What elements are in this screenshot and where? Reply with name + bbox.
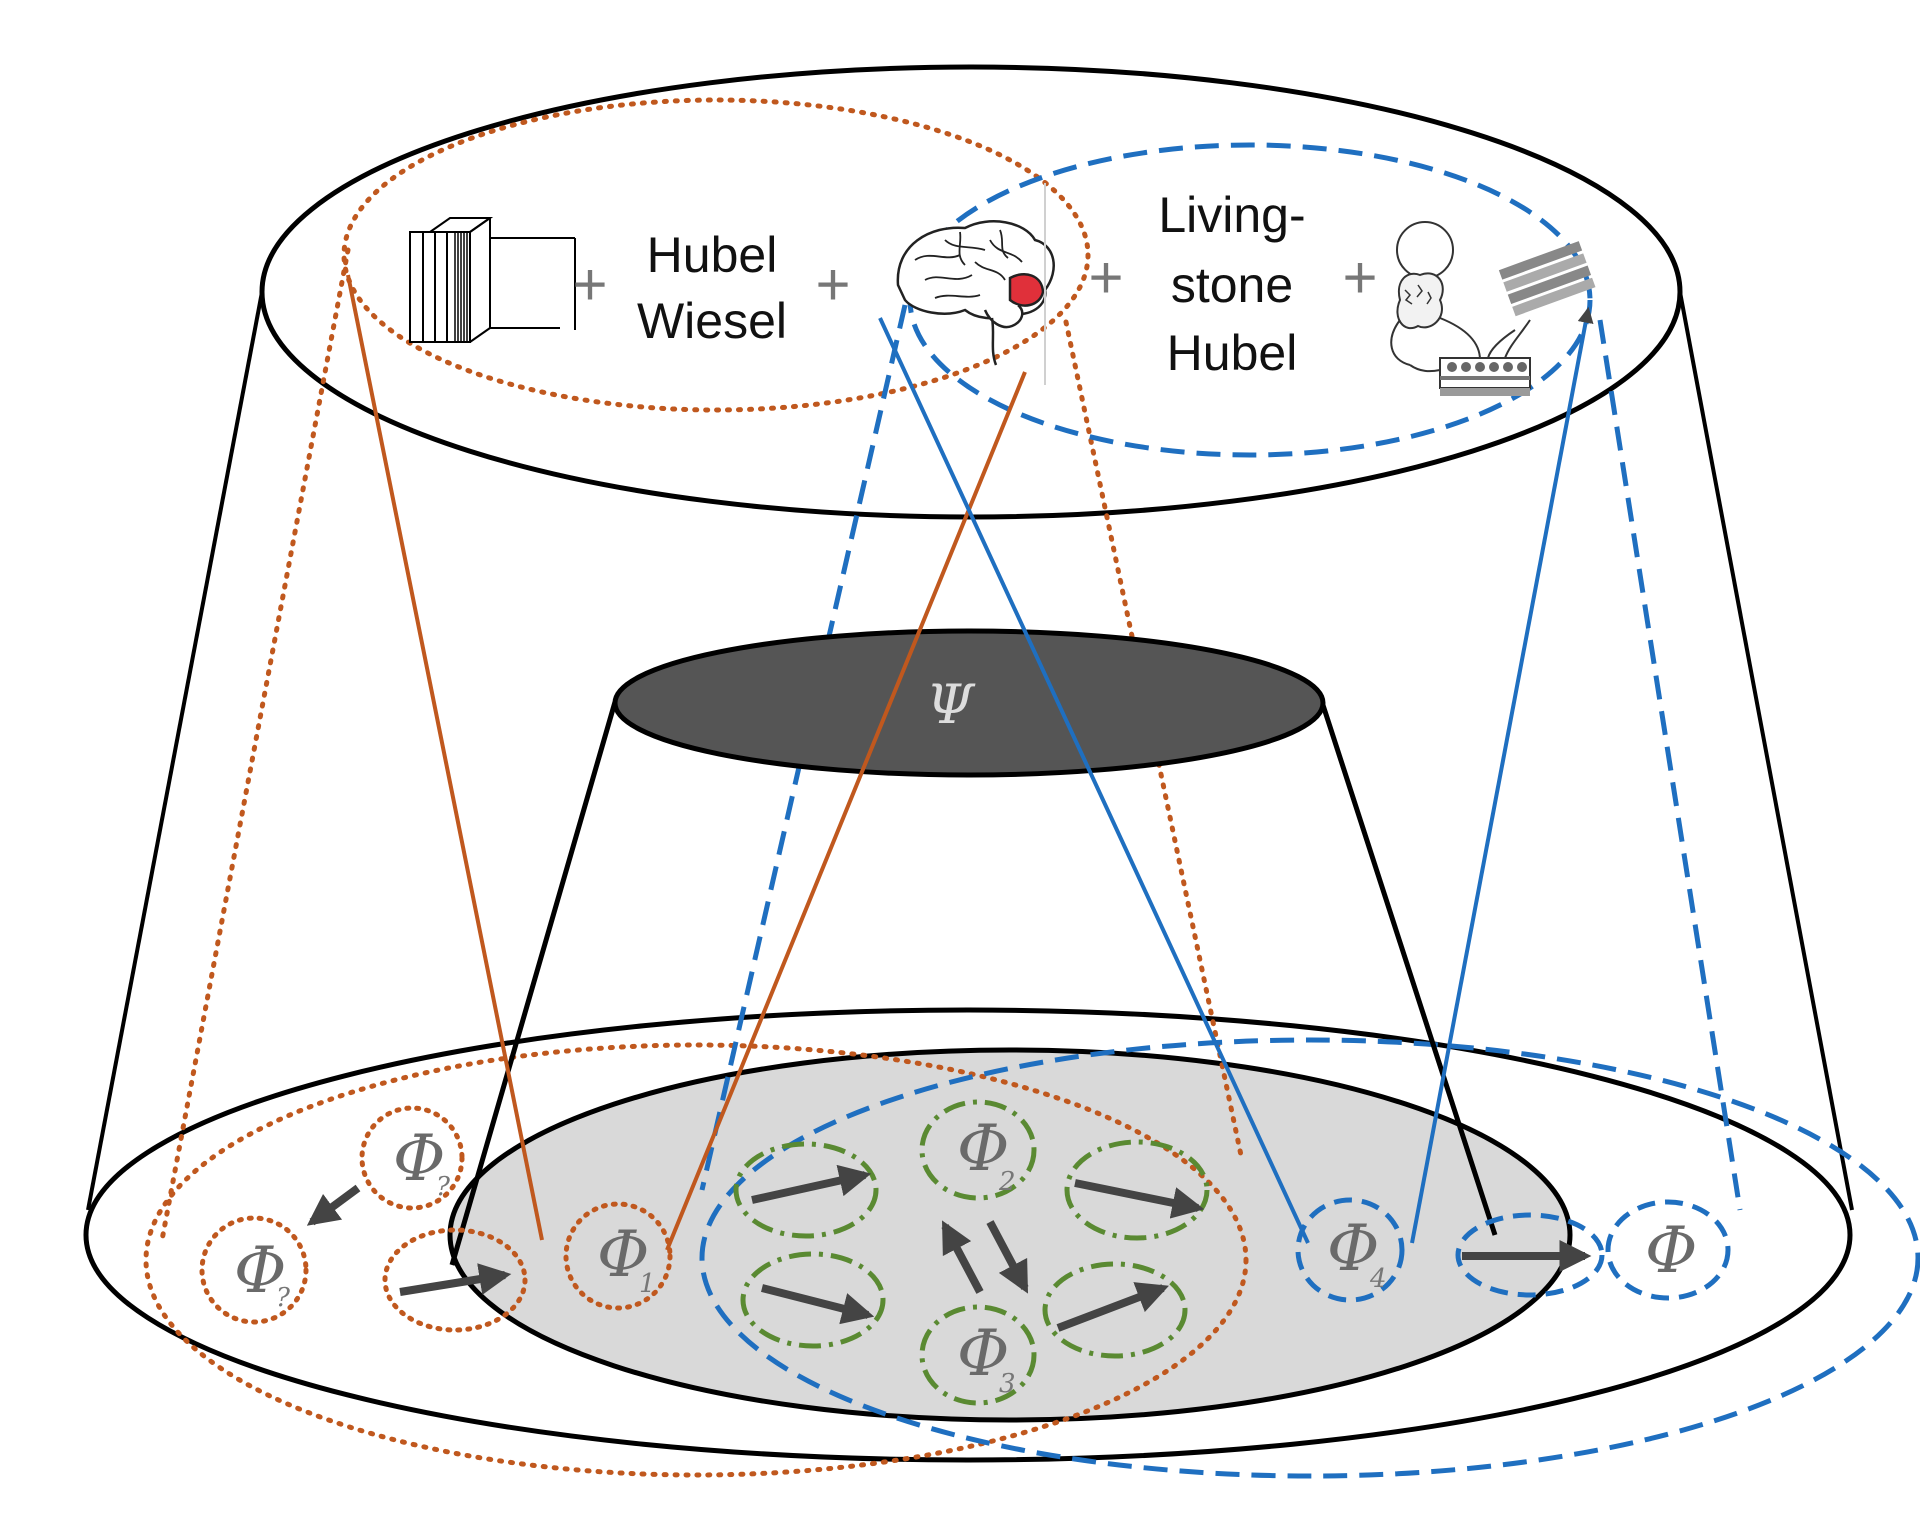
orange-line-right <box>665 371 1027 1251</box>
arrow-green-upper-right <box>1074 1179 1205 1219</box>
circle-phi-q-lower <box>199 1215 309 1325</box>
phi-3-symbol: Φ <box>957 1317 1009 1391</box>
phi-symbols: Φ ? phi-q-lower Φ ? Φ 1 Φ 2 Φ 3 Φ 4 Φ <box>234 1112 1697 1399</box>
green-ellipse-upper-left <box>733 1141 879 1239</box>
green-dashdot-group <box>733 1099 1210 1406</box>
green-ellipse-lower-left <box>740 1251 886 1349</box>
arrow-phi3-to-phi2 <box>941 1220 984 1294</box>
arrow-phi2-to-phi3 <box>986 1220 1029 1294</box>
plus-sign-3: + <box>1088 244 1123 311</box>
orange-bottom-dotted-ellipse <box>143 1042 1249 1478</box>
ref-livingstone-hubel-line2: stone <box>1171 257 1293 313</box>
arrow-empty-to-circle <box>399 1263 512 1296</box>
psi-disk <box>612 628 1326 778</box>
plus-sign-2: + <box>815 251 850 318</box>
phi-2-symbol: Φ <box>957 1112 1009 1186</box>
phi-right-symbol: Φ <box>1645 1214 1697 1288</box>
outer-cone-right-edge <box>1678 291 1854 1211</box>
orange-dotted-left-edge <box>159 247 351 1243</box>
plus-sign-1: + <box>572 251 607 318</box>
top-row: + Hubel Wiesel + + Living- stone <box>409 183 1596 396</box>
ellipse-empty-orange <box>382 1227 528 1333</box>
phi-1-sub: 1 <box>639 1269 656 1299</box>
ref-livingstone-hubel-line1: Living- <box>1158 187 1305 243</box>
blue-line-to-right <box>1410 306 1594 1244</box>
phi-4-sub: 4 <box>1369 1264 1387 1294</box>
ellipse-phi-4 <box>1295 1197 1405 1303</box>
phi-1-symbol: Φ <box>597 1218 649 1292</box>
phi-4-symbol: Φ <box>1327 1212 1379 1286</box>
circle-phi-q-upper <box>359 1105 465 1211</box>
ref-livingstone-hubel-line3: Hubel <box>1167 325 1298 381</box>
phi-q-upper-sub: ? <box>436 1172 451 1202</box>
blue-phi-circles <box>1295 1197 1731 1303</box>
orange-line-left <box>346 274 544 1241</box>
outer-cone-left-edge <box>86 291 264 1211</box>
phi-3-sub: 3 <box>999 1369 1016 1399</box>
green-ellipse-upper-right <box>1064 1139 1210 1241</box>
blue-bottom-dashed-ellipse <box>699 1037 1920 1479</box>
ref-hubel-wiesel-line1: Hubel <box>647 227 778 283</box>
psi-label: Ψ <box>926 673 976 736</box>
ellipse-empty-blue <box>1455 1212 1605 1298</box>
arrow-phiq-upper-to-lower <box>306 1184 361 1226</box>
arrow-green-upper-left <box>751 1164 872 1204</box>
ellipse-phi-right <box>1605 1199 1731 1301</box>
phi-q-lower-symbol-visible: Φ <box>234 1234 286 1308</box>
orange-dotted-group <box>143 97 1249 1478</box>
arrow-green-lower-left <box>761 1284 875 1325</box>
brain-icon <box>896 220 1055 366</box>
orange-solid-lines <box>346 274 1027 1251</box>
blue-solid-lines <box>878 306 1594 1244</box>
plus-sign-4: + <box>1342 244 1377 311</box>
phi-2-sub: 2 <box>998 1167 1016 1197</box>
green-ellipse-phi3 <box>919 1304 1037 1406</box>
inner-base-disk <box>447 1047 1573 1423</box>
inner-cone-right-edge <box>1319 701 1498 1236</box>
green-ellipse-lower-right <box>1042 1261 1188 1359</box>
phi-q-upper-symbol: Φ <box>393 1122 445 1196</box>
process-arrows <box>306 1164 1592 1332</box>
phi-q-lower-sub: ? <box>276 1283 291 1313</box>
circle-phi-1 <box>563 1201 673 1311</box>
blue-dashed-right-edge <box>1597 319 1743 1211</box>
arrow-green-lower-right <box>1056 1282 1169 1332</box>
striped-block-icon <box>409 217 576 343</box>
inner-cone-left-edge <box>449 701 618 1266</box>
ref-hubel-wiesel-line2: Wiesel <box>637 293 787 349</box>
orange-phi-circles <box>199 1105 673 1333</box>
visual-pathway-icon <box>1390 221 1596 396</box>
inner-cone: Ψ <box>449 628 1498 1266</box>
orange-top-dotted-ellipse <box>341 97 1091 413</box>
blue-line-from-brain <box>878 317 1310 1244</box>
green-ellipse-phi2 <box>919 1099 1037 1201</box>
